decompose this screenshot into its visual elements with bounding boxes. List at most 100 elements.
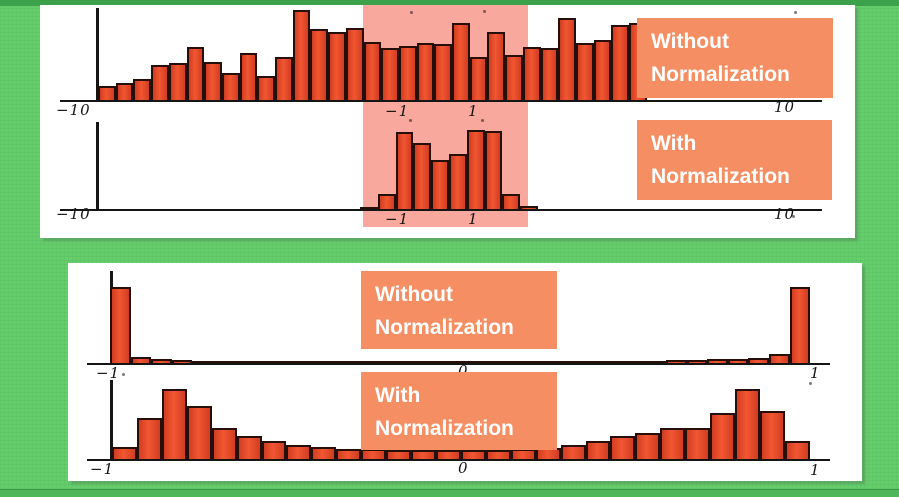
- tick-dot: [483, 10, 486, 13]
- x-tick-label: 0: [458, 362, 469, 380]
- histogram-bar: [710, 412, 736, 459]
- histogram-bar: [448, 153, 467, 209]
- histogram-bar: [540, 47, 559, 100]
- histogram-bar: [484, 130, 503, 209]
- annotation-line: Normalization: [651, 63, 790, 86]
- histogram-bar: [310, 29, 329, 100]
- histogram-bar: [521, 361, 543, 363]
- histogram-bar: [398, 361, 419, 363]
- histogram-bar: [685, 427, 711, 459]
- annotation-line: Without: [375, 283, 453, 306]
- histogram-bar: [413, 143, 432, 209]
- histogram-bar: [328, 31, 346, 100]
- tick-dot: [809, 382, 812, 385]
- tick-dot: [122, 373, 125, 376]
- histogram-bar: [151, 359, 172, 363]
- annotation-line: With: [651, 132, 697, 155]
- histogram-bar: [295, 361, 316, 363]
- histogram-bar: [660, 427, 686, 459]
- panel-top: −10 −1 1 10 −10 −1 1 10 Without Normaliz…: [40, 5, 855, 238]
- histogram-bar: [434, 43, 453, 100]
- histogram-bar: [624, 360, 646, 363]
- histogram-bar: [411, 450, 436, 459]
- histogram-bar: [560, 444, 586, 459]
- histogram-bar: [257, 76, 276, 100]
- x-tick-label: −10: [56, 205, 91, 223]
- x-tick-label: 1: [810, 461, 821, 479]
- histogram-with-normalization: [360, 121, 538, 209]
- histogram-bar: [416, 42, 435, 100]
- histogram-bar: [386, 450, 412, 459]
- annotation-with-normalization: With Normalization: [637, 120, 832, 200]
- histogram-bar: [789, 287, 811, 363]
- histogram-bar: [363, 42, 382, 100]
- histogram-bar: [274, 361, 296, 363]
- slide-bottom-border: [0, 489, 899, 497]
- tick-dot: [481, 119, 484, 122]
- tick-dot: [409, 119, 412, 122]
- x-tick-label: 1: [810, 364, 821, 382]
- histogram-bar: [485, 450, 511, 459]
- annotation-with-normalization: With Normalization: [361, 372, 557, 450]
- annotation-line: Normalization: [375, 417, 514, 440]
- histogram-bar: [452, 22, 470, 100]
- histogram-bar: [192, 360, 213, 363]
- histogram-bar: [361, 448, 387, 459]
- histogram-bar: [505, 54, 523, 100]
- histogram-bar: [398, 45, 417, 100]
- histogram-bar: [583, 361, 605, 363]
- histogram-bar: [133, 78, 152, 100]
- histogram-bar: [136, 418, 162, 459]
- histogram-with-normalization: [112, 379, 810, 459]
- histogram-bar: [98, 86, 116, 100]
- x-tick-label: −1: [385, 102, 410, 120]
- histogram-bar: [707, 359, 728, 363]
- histogram-bar: [466, 129, 485, 209]
- histogram-bar: [236, 435, 262, 459]
- histogram-bar: [345, 28, 364, 100]
- histogram-bar: [357, 361, 378, 363]
- histogram-bar: [585, 440, 611, 459]
- panel-bottom: −1 0 1 −1 0 1 Without Normalization With…: [68, 263, 862, 481]
- tick-dot: [410, 11, 413, 14]
- x-tick-label: −1: [96, 364, 121, 382]
- histogram-bar: [520, 206, 538, 209]
- histogram-bar: [558, 18, 576, 100]
- x-tick-label: −1: [90, 460, 115, 478]
- histogram-bar: [727, 358, 749, 363]
- histogram-bar: [439, 361, 461, 363]
- tick-dot: [792, 215, 795, 218]
- histogram-bar: [292, 9, 311, 100]
- histogram-bar: [784, 440, 810, 459]
- x-tick-label: −10: [56, 101, 91, 119]
- x-tick-label: −1: [385, 210, 410, 228]
- histogram-bar: [315, 361, 337, 363]
- histogram-bar: [575, 42, 594, 100]
- x-tick-label: 1: [468, 102, 479, 120]
- histogram-bar: [336, 361, 358, 363]
- histogram-bar: [112, 447, 137, 459]
- histogram-bar: [221, 73, 240, 100]
- x-tick-label: 10: [774, 205, 796, 223]
- x-tick-label: 0: [458, 459, 469, 477]
- histogram-bar: [233, 361, 255, 363]
- histogram-bar: [211, 427, 237, 459]
- histogram-without-normalization: [110, 283, 811, 363]
- x-tick-label: 1: [468, 210, 479, 228]
- histogram-bar: [604, 361, 625, 363]
- histogram-bar: [666, 360, 687, 363]
- annotation-line: Without: [651, 30, 729, 53]
- y-axis: [110, 380, 113, 460]
- histogram-bar: [435, 450, 461, 459]
- histogram-bar: [130, 357, 152, 363]
- histogram-bar: [686, 359, 708, 363]
- histogram-bar: [501, 361, 522, 363]
- histogram-bar: [748, 357, 769, 363]
- histogram-bar: [212, 360, 234, 363]
- annotation-without-normalization: Without Normalization: [637, 18, 833, 98]
- histogram-bar: [542, 361, 564, 363]
- histogram-bar: [254, 361, 275, 363]
- histogram-bar: [769, 354, 790, 363]
- histogram-bar: [431, 159, 449, 209]
